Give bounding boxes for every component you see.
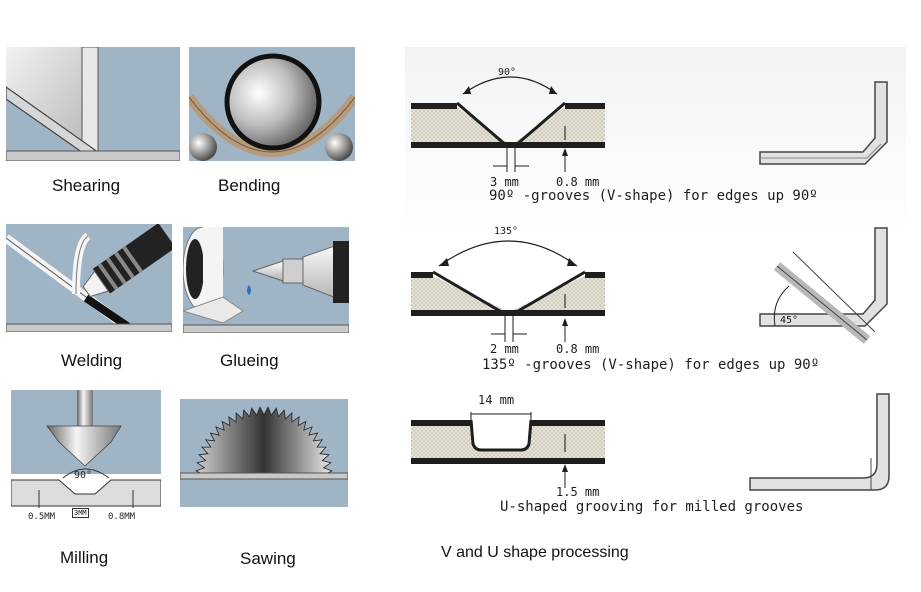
milling-right-label: 0.8MM — [108, 512, 136, 522]
v90-width-label: 3 mm — [490, 175, 519, 189]
v135-angle-label: 135° — [494, 226, 519, 237]
v135-depth-label: 0.8 mm — [556, 342, 600, 356]
v135-fold-angle-label: 45° — [780, 315, 799, 326]
glueing-illustration — [183, 227, 349, 333]
shearing-caption: Shearing — [52, 176, 121, 195]
u-depth-label: 1.5 mm — [556, 485, 600, 499]
v90-depth-label: 0.8 mm — [556, 175, 600, 189]
v90-caption: 90º -grooves (V-shape) for edges up 90º — [489, 188, 818, 204]
milling-left-label: 0.5MM — [28, 512, 56, 522]
bending-illustration — [189, 47, 355, 161]
shearing-illustration — [6, 47, 180, 161]
u-width-label: 14 mm — [478, 393, 515, 407]
sawing-caption: Sawing — [240, 549, 296, 568]
v135-groove-diagram — [411, 227, 888, 344]
welding-illustration — [6, 224, 172, 332]
milling-center-label: 3MM — [72, 508, 89, 518]
v90-angle-label: 90° — [498, 67, 517, 78]
welding-caption: Welding — [61, 351, 123, 370]
glueing-caption: Glueing — [220, 351, 279, 370]
section-title: V and U shape processing — [441, 544, 629, 561]
u-groove-diagram — [411, 393, 890, 491]
bending-caption: Bending — [218, 176, 281, 195]
v90-groove-diagram — [411, 76, 888, 172]
milling-illustration — [11, 390, 161, 522]
u-caption: U-shaped grooving for milled grooves — [500, 499, 804, 515]
milling-caption: Milling — [60, 548, 109, 567]
sawing-illustration — [180, 399, 348, 507]
v135-caption: 135º -grooves (V-shape) for edges up 90º — [482, 357, 820, 373]
v135-width-label: 2 mm — [490, 342, 519, 356]
milling-angle-label: 90° — [74, 470, 93, 481]
